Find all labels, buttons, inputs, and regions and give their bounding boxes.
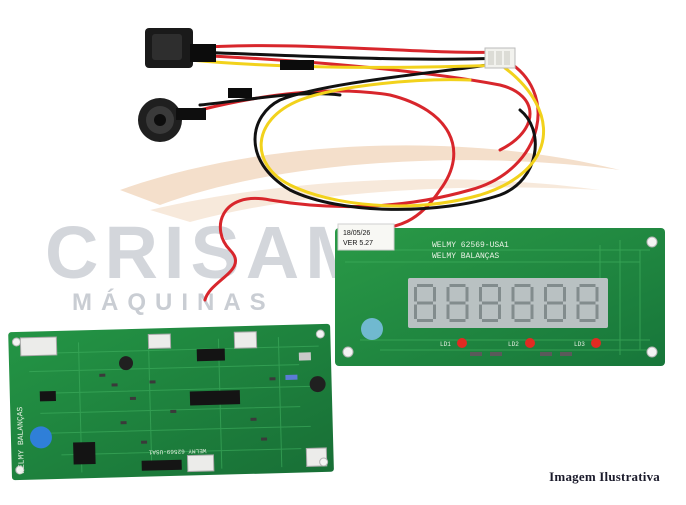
watermark-swoosh (120, 145, 620, 205)
display-board: 18/05/26 VER 5.27 WELMY 62569-USA1 WELMY… (335, 223, 665, 366)
header-connector-1 (19, 336, 58, 357)
led-label-1: LD1 (440, 341, 451, 348)
display-digit-5 (544, 284, 566, 322)
header-connector-2 (147, 333, 172, 350)
illustrative-caption: Imagem Ilustrativa (549, 469, 660, 484)
panel-jack (138, 98, 206, 142)
wire-harness (188, 44, 546, 302)
seven-segment-display (408, 278, 608, 328)
indicator-leds: LD1 LD2 LD3 (440, 338, 601, 348)
display-digits (414, 284, 599, 322)
white-plug (484, 47, 516, 69)
display-silkscreen-model: WELMY 62569-USA1 (432, 241, 509, 250)
inspection-marker-main (29, 426, 52, 449)
led-label-3: LD3 (574, 341, 585, 348)
ic-chip-1 (196, 348, 225, 362)
watermark-brand: CRISAM (45, 211, 373, 294)
display-digit-4 (511, 284, 534, 322)
display-digit-1 (414, 284, 436, 322)
main-board-pcb (8, 323, 334, 481)
display-silkscreen-brand: WELMY BALANÇAS (432, 252, 499, 261)
ic-chip-2 (73, 441, 96, 465)
led-label-2: LD2 (508, 341, 519, 348)
sticker-date: 18/05/26 (343, 230, 370, 237)
ic-chip-3 (189, 390, 241, 406)
main-board: WELMY BALANÇAS WELMY 62569-USA1 (8, 323, 334, 481)
led-3 (591, 338, 601, 348)
sticker-version: VER 5.27 (343, 240, 373, 247)
main-silkscreen-brand: WELMY BALANÇAS (16, 406, 27, 474)
display-digit-2 (446, 284, 469, 322)
display-digit-3 (479, 284, 501, 322)
watermark-subtitle: MÁQUINAS (72, 288, 275, 316)
display-digit-6 (576, 284, 599, 322)
pin-header (141, 459, 182, 471)
led-1 (457, 338, 467, 348)
rocker-switch (145, 28, 216, 68)
version-sticker (337, 223, 395, 251)
inspection-marker (361, 318, 383, 340)
header-connector-4 (186, 454, 215, 473)
main-silkscreen-model: WELMY 62569-USA1 (148, 447, 206, 456)
header-connector-3 (233, 331, 258, 349)
led-2 (525, 338, 535, 348)
inline-connector (228, 60, 314, 98)
